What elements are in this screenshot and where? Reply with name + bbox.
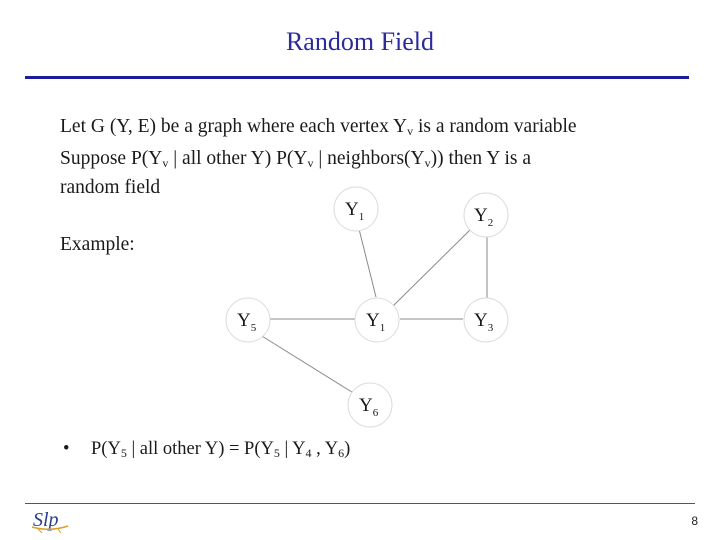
node-circle-y1-top bbox=[333, 186, 379, 232]
bullet-item: •P(Y5 | all other Y) = P(Y5 | Y4 , Y6) bbox=[63, 439, 350, 461]
definition-line-1: Let G (Y, E) be a graph where each verte… bbox=[60, 116, 577, 139]
definition-text-2b: | all other Y) P(Y bbox=[168, 148, 308, 169]
slide-title: Random Field bbox=[285, 27, 435, 56]
edge-y1top-y1 bbox=[358, 228, 377, 298]
slp-logo-icon: Slp bbox=[31, 509, 69, 534]
footer-divider bbox=[25, 503, 695, 504]
subscript: 6 bbox=[338, 446, 345, 460]
edge-y5-y6 bbox=[256, 332, 356, 395]
title-divider bbox=[25, 76, 689, 79]
node-circle-y2 bbox=[463, 192, 509, 238]
bullet-icon: • bbox=[63, 439, 70, 459]
node-circle-y1 bbox=[354, 297, 400, 343]
definition-text-1-end: is a random variable bbox=[413, 116, 577, 137]
definition-text-2d: )) then Y is a bbox=[430, 148, 531, 169]
definition-text-2c: | neighbors(Y bbox=[313, 148, 425, 169]
definition-text-1: Let G (Y, E) be a graph where each verte… bbox=[60, 116, 408, 137]
graph-nodes bbox=[225, 186, 509, 428]
definition-line-3: random field bbox=[60, 177, 161, 198]
subscript: v bbox=[162, 156, 169, 170]
bullet-text-c: | Y bbox=[279, 439, 306, 459]
subscript: v bbox=[407, 124, 414, 138]
subscript: v bbox=[424, 156, 431, 170]
node-label-y3: Y3 bbox=[474, 310, 494, 334]
subscript: 5 bbox=[120, 446, 127, 460]
node-label-y6: Y6 bbox=[359, 395, 379, 419]
svg-text:Slp: Slp bbox=[33, 509, 59, 531]
bullet-text-d: , Y bbox=[311, 439, 339, 459]
definition-line-2: Suppose P(Yv | all other Y) P(Yv | neigh… bbox=[60, 148, 531, 171]
node-circle-y3 bbox=[463, 297, 509, 343]
subscript: 4 bbox=[305, 446, 312, 460]
definition-text-2a: Suppose P(Y bbox=[60, 148, 163, 169]
bullet-text-e: ) bbox=[344, 439, 351, 459]
subscript: 5 bbox=[273, 446, 280, 460]
node-circle-y6 bbox=[347, 382, 393, 428]
node-label-y2: Y2 bbox=[474, 205, 493, 229]
node-label-y1-top: Y1 bbox=[345, 199, 364, 223]
page-number: 8 bbox=[691, 514, 698, 528]
bullet-text-b: | all other Y) = P(Y bbox=[126, 439, 274, 459]
bullet-text-a: P(Y bbox=[91, 439, 121, 459]
node-circle-y5 bbox=[225, 297, 271, 343]
edge-y1-y2 bbox=[392, 227, 473, 307]
node-label-y5: Y5 bbox=[237, 310, 257, 334]
node-label-y1: Y1 bbox=[366, 310, 385, 334]
subscript: v bbox=[307, 156, 314, 170]
graph-edges bbox=[256, 227, 488, 395]
example-label: Example: bbox=[60, 234, 135, 255]
